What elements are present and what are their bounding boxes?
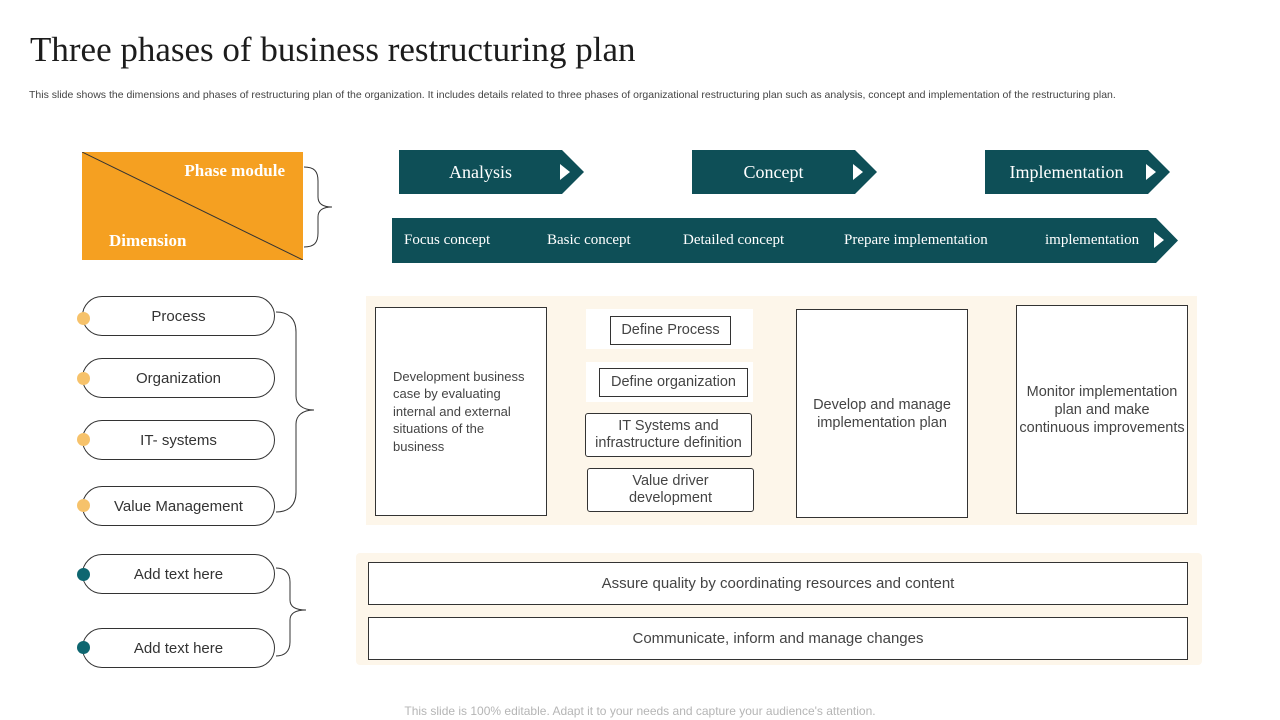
analysis-card-text: Development business case by evaluating …	[393, 368, 525, 454]
analysis-card: Development business case by evaluating …	[375, 307, 547, 516]
phase-analysis: Analysis	[399, 150, 584, 194]
bullet-dot	[77, 372, 90, 385]
concept-define-process-label: Define Process	[621, 322, 720, 338]
bullet-dot	[77, 568, 90, 581]
extra-item-1-label: Add text here	[133, 565, 224, 583]
chevron-right-icon	[853, 164, 863, 180]
communicate-row-text: Communicate, inform and manage changes	[632, 630, 924, 647]
concept-define-organization-label: Define organization	[611, 374, 736, 390]
concept-define-process: Define Process	[610, 316, 731, 345]
dimension-organization-label: Organization	[135, 369, 222, 387]
bullet-dot	[77, 641, 90, 654]
chevron-right-icon	[560, 164, 570, 180]
phase-implementation-label: Implementation	[1009, 161, 1124, 182]
steps-bar: Focus concept Basic concept Detailed con…	[392, 218, 1178, 263]
bullet-dot	[77, 312, 90, 325]
phase-analysis-label: Analysis	[449, 161, 512, 182]
prepare-implementation-text: Develop and manage implementation plan	[813, 396, 951, 431]
dimension-value-management: Value Management	[82, 486, 275, 526]
extra-item-1: Add text here	[82, 554, 275, 594]
bullet-dot	[77, 499, 90, 512]
concept-it-systems: IT Systems and infrastructure definition	[585, 413, 752, 457]
concept-value-driver-label: Value driver development	[628, 473, 713, 506]
quality-row: Assure quality by coordinating resources…	[368, 562, 1188, 605]
dimension-it-systems-label: IT- systems	[140, 431, 217, 449]
phase-module-box: Phase module Dimension	[82, 152, 303, 260]
chevron-right-icon	[1154, 232, 1164, 248]
implementation-card: Monitor implementation plan and make con…	[1016, 305, 1188, 514]
dimension-organization: Organization	[82, 358, 275, 398]
phase-concept: Concept	[692, 150, 877, 194]
footer-note: This slide is 100% editable. Adapt it to…	[404, 704, 876, 718]
step-focus-concept: Focus concept	[404, 232, 491, 248]
dimensions-brace	[275, 311, 315, 513]
step-detailed-concept: Detailed concept	[683, 232, 785, 248]
dimension-label: Dimension	[109, 231, 187, 250]
chevron-right-icon	[1146, 164, 1156, 180]
communicate-row: Communicate, inform and manage changes	[368, 617, 1188, 660]
extra-item-2: Add text here	[82, 628, 275, 668]
extra-item-2-label: Add text here	[133, 639, 224, 657]
concept-define-organization: Define organization	[599, 368, 748, 397]
diagonal-line	[82, 152, 303, 260]
dimension-process: Process	[82, 296, 275, 336]
bullet-dot	[77, 433, 90, 446]
module-brace	[303, 166, 333, 248]
step-basic-concept: Basic concept	[547, 232, 631, 248]
step-prepare-implementation: Prepare implementation	[844, 232, 988, 248]
dimension-value-management-label: Value Management	[114, 497, 243, 515]
dimension-process-label: Process	[151, 307, 206, 325]
concept-value-driver: Value driver development	[587, 468, 754, 512]
dimension-it-systems: IT- systems	[82, 420, 275, 460]
phase-concept-label: Concept	[743, 161, 804, 182]
concept-it-systems-label: IT Systems and infrastructure definition	[595, 418, 742, 451]
page-title: Three phases of business restructuring p…	[30, 30, 636, 69]
prepare-implementation-card: Develop and manage implementation plan	[796, 309, 968, 518]
extras-brace	[275, 567, 307, 657]
quality-row-text: Assure quality by coordinating resources…	[601, 575, 955, 592]
page-subtitle: This slide shows the dimensions and phas…	[29, 89, 1116, 101]
phase-implementation: Implementation	[985, 150, 1170, 194]
phase-module-label: Phase module	[184, 161, 285, 180]
implementation-card-text: Monitor implementation plan and make con…	[1019, 383, 1185, 436]
step-implementation: implementation	[1045, 232, 1140, 248]
